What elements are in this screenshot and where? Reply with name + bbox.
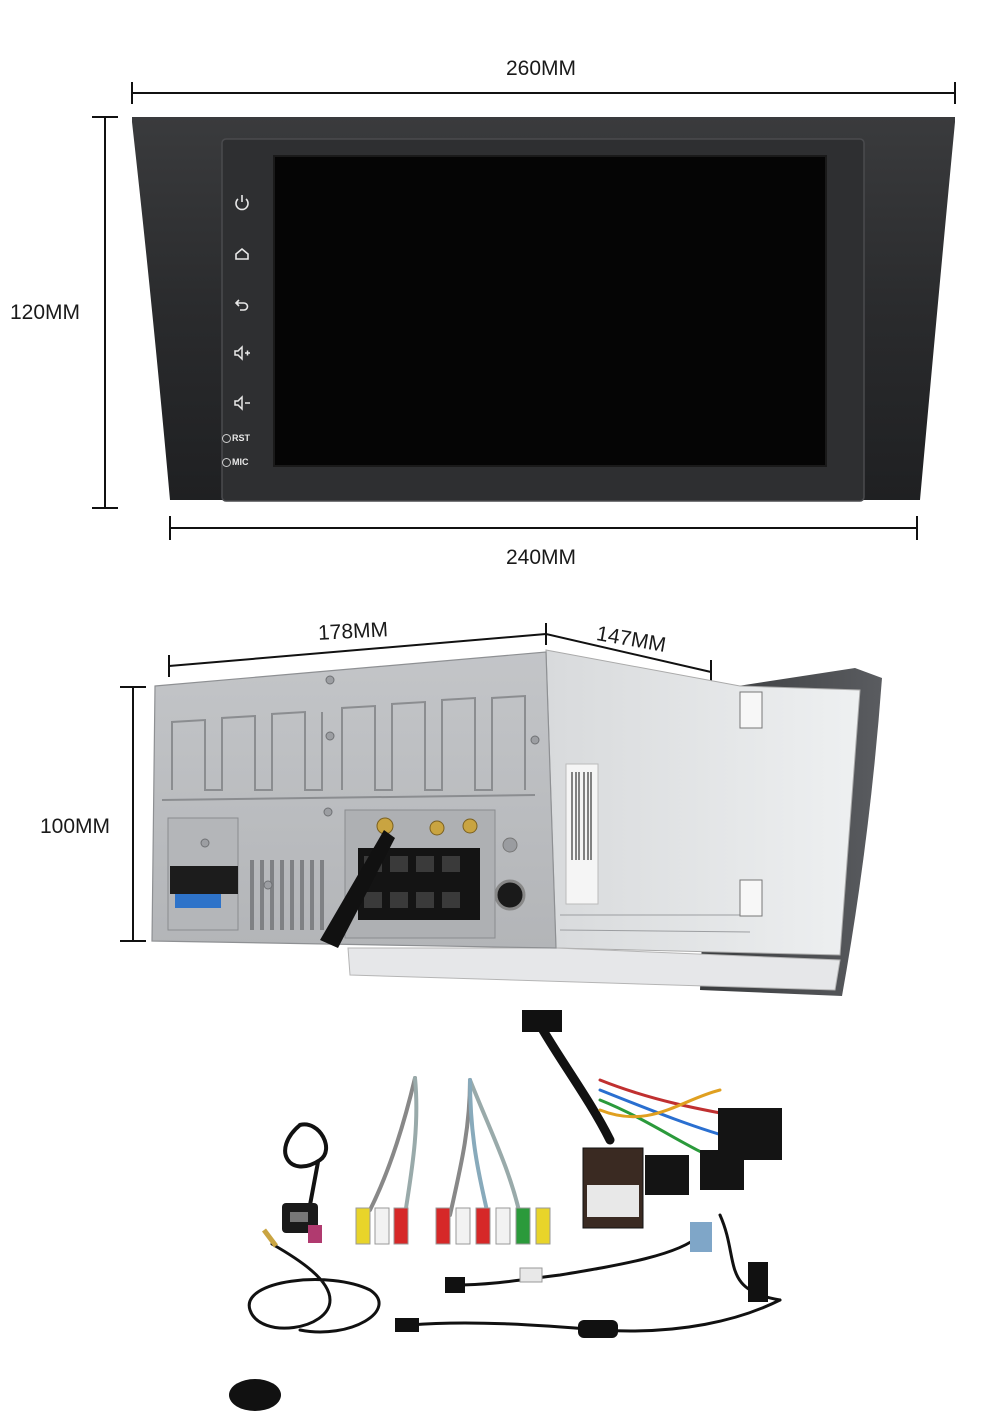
volume-down-icon[interactable] — [230, 391, 254, 415]
dimension-front-height-label: 120MM — [10, 301, 81, 324]
dimension-front-width-label: 260MM — [506, 57, 577, 80]
rst-hole[interactable] — [222, 434, 231, 443]
front-panel — [132, 117, 955, 502]
rear-chassis — [151, 649, 882, 996]
dimension-bezel-width-label: 240MM — [506, 546, 577, 569]
rst-label: RST — [232, 433, 250, 443]
power-icon[interactable] — [230, 190, 254, 214]
home-icon[interactable] — [230, 242, 254, 266]
dimension-body-height-label: 100MM — [40, 815, 111, 838]
volume-up-icon[interactable] — [230, 341, 254, 365]
dimension-lines — [92, 82, 956, 942]
mic-label: MIC — [232, 457, 249, 467]
back-icon[interactable] — [230, 292, 254, 316]
mic-hole — [222, 458, 231, 467]
